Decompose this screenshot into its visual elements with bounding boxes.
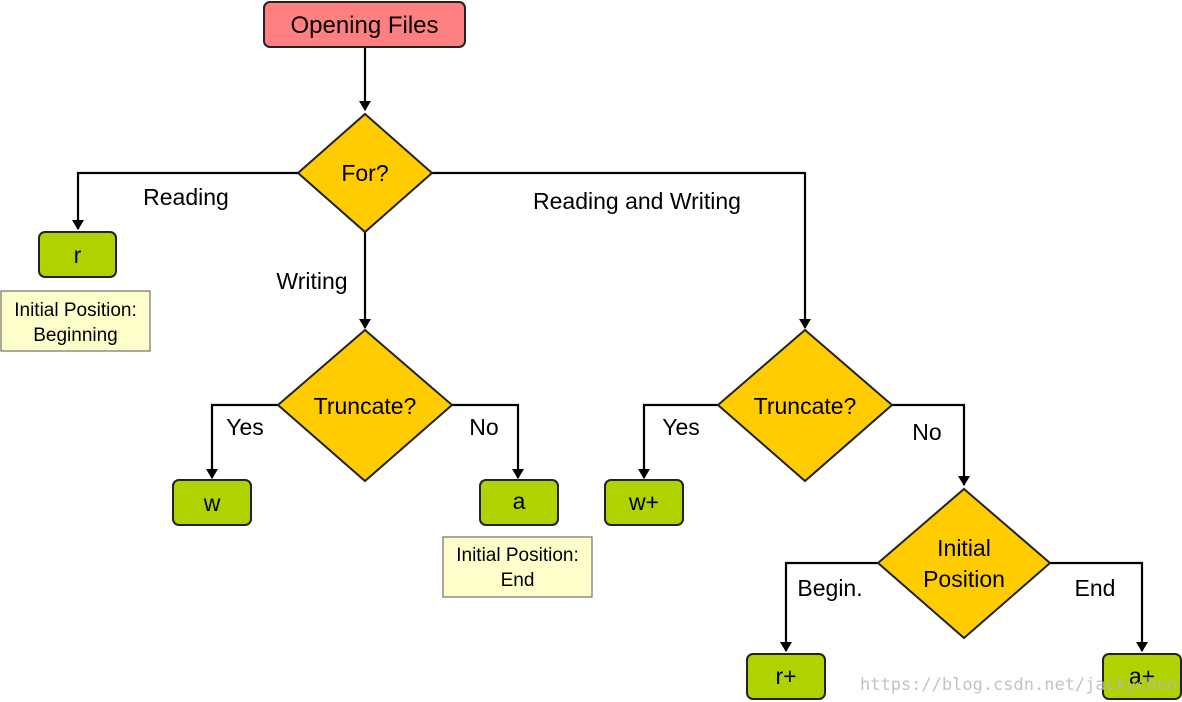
decision-initial-position-line1: Initial: [937, 535, 991, 561]
edge-trunc2-no: [892, 403, 970, 486]
edge-initpos-begin: [780, 561, 878, 652]
decision-initial-position-line2: Position: [923, 566, 1005, 592]
label-yes-left: Yes: [226, 414, 264, 440]
mode-rplus: r+: [746, 653, 826, 700]
mode-wplus: w+: [604, 479, 684, 526]
note-a-initial-position: Initial Position: End: [442, 536, 593, 598]
label-begin: Begin.: [797, 575, 862, 601]
note-a-line2: End: [501, 570, 535, 591]
edge-trunc1-yes: [206, 403, 278, 479]
edge-initpos-end: [1050, 561, 1148, 652]
mode-r: r: [38, 231, 117, 278]
label-no-left: No: [469, 414, 498, 440]
edge-for-read-write: [432, 171, 811, 329]
mode-wplus-label: w+: [628, 489, 659, 515]
mode-rplus-label: r+: [775, 663, 796, 689]
label-yes-right: Yes: [662, 414, 700, 440]
decision-for-label: For?: [341, 160, 388, 186]
edges: [72, 47, 1148, 652]
note-r-line2: Beginning: [33, 325, 118, 346]
watermark: https://blog.csdn.net/jackychen: [860, 675, 1177, 695]
label-writing: Writing: [276, 268, 347, 294]
decision-initial-position: Initial Position: [876, 487, 1052, 640]
label-end: End: [1075, 575, 1116, 601]
mode-aplus: a+: [1102, 653, 1182, 700]
decision-truncate-right-label: Truncate?: [754, 393, 857, 419]
note-a-line1: Initial Position:: [456, 545, 579, 566]
mode-aplus-label: a+: [1129, 663, 1155, 689]
note-r-line1: Initial Position:: [14, 300, 137, 321]
mode-a-label: a: [513, 488, 526, 514]
label-no-right: No: [912, 419, 941, 445]
edge-trunc1-no: [452, 403, 524, 479]
decision-for: For?: [296, 112, 434, 234]
decision-truncate-left: Truncate?: [276, 328, 454, 483]
start-label: Opening Files: [290, 12, 438, 39]
decision-truncate-left-label: Truncate?: [314, 393, 417, 419]
note-r-initial-position: Initial Position: Beginning: [0, 290, 151, 352]
label-reading: Reading: [143, 184, 229, 210]
edge-for-reading: [72, 171, 298, 230]
start-node: Opening Files: [263, 1, 466, 48]
mode-w-label: w: [203, 490, 221, 516]
decision-truncate-right: Truncate?: [716, 328, 894, 483]
edge-labels: Reading Writing Reading and Writing Yes …: [143, 184, 1115, 601]
mode-a: a: [479, 479, 559, 526]
mode-w: w: [172, 479, 252, 526]
mode-r-label: r: [74, 242, 82, 268]
label-reading-and-writing: Reading and Writing: [533, 188, 741, 214]
edge-trunc2-yes: [638, 403, 718, 479]
